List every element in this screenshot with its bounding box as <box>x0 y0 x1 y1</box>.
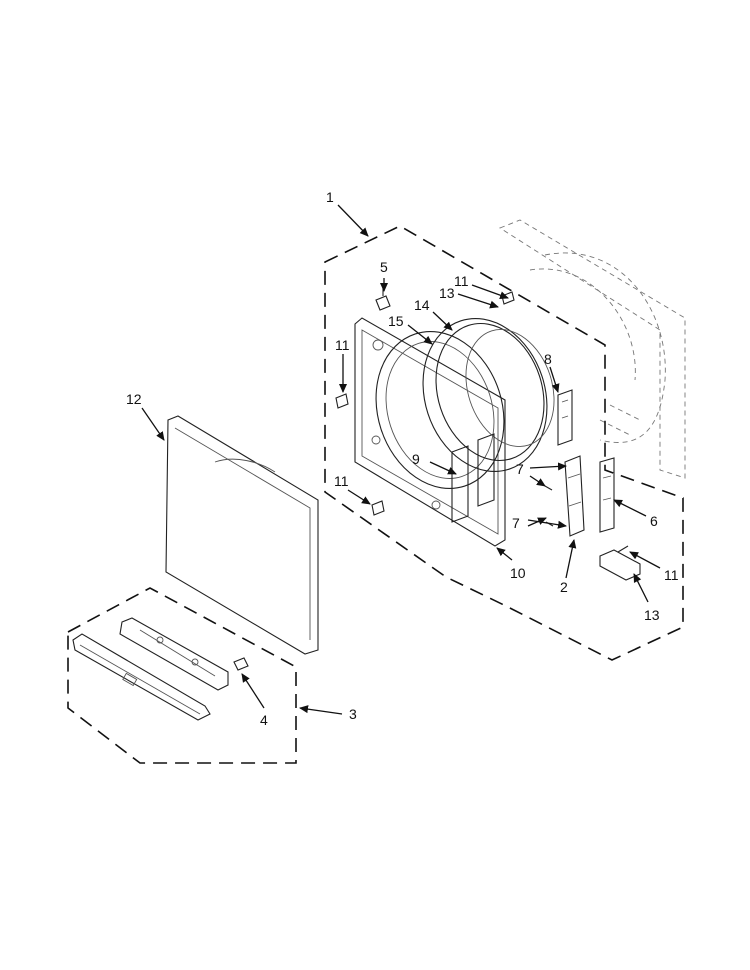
control-panel-bracket <box>119 617 229 691</box>
callout-8: 8 <box>544 351 552 367</box>
bracket-part-6 <box>599 457 615 533</box>
callout-7-lower: 7 <box>512 515 520 531</box>
callout-11-lower-left: 11 <box>334 473 349 489</box>
assembly-group-1-boundary <box>324 225 684 661</box>
hinge-bracket-part-8 <box>557 389 573 446</box>
control-console <box>72 633 211 721</box>
callout-15: 15 <box>388 313 404 329</box>
part-5-fastener <box>375 288 391 311</box>
callout-1: 1 <box>326 189 334 205</box>
callout-2: 2 <box>560 579 568 595</box>
assembly-group-3-boundary <box>67 587 297 764</box>
door-seal-ring <box>422 317 555 473</box>
callout-labels: 1 5 11 13 14 15 11 8 12 9 7 11 6 7 10 11… <box>126 189 679 728</box>
callout-12: 12 <box>126 391 142 407</box>
callout-14: 14 <box>414 297 430 313</box>
top-cover-part-12 <box>165 415 319 655</box>
part-4-knob <box>233 657 249 671</box>
hinge-part-2 <box>564 455 585 537</box>
screws <box>335 291 554 527</box>
front-panel-frame <box>354 317 506 547</box>
callout-11-left: 11 <box>335 337 350 353</box>
callout-13-top: 13 <box>439 285 455 301</box>
callout-9: 9 <box>412 451 420 467</box>
callout-7-upper: 7 <box>516 461 524 477</box>
leader-lines <box>141 204 661 715</box>
callout-11-top: 11 <box>454 273 469 289</box>
callout-5: 5 <box>380 259 388 275</box>
callout-10: 10 <box>510 565 526 581</box>
callout-3: 3 <box>349 706 357 722</box>
callout-4: 4 <box>260 712 268 728</box>
cabinet-ghost-outline <box>499 219 686 479</box>
callout-11-right: 11 <box>664 567 679 583</box>
callout-13-right: 13 <box>644 607 660 623</box>
door-hinge-part-9 <box>451 433 495 523</box>
callout-6: 6 <box>650 513 658 529</box>
